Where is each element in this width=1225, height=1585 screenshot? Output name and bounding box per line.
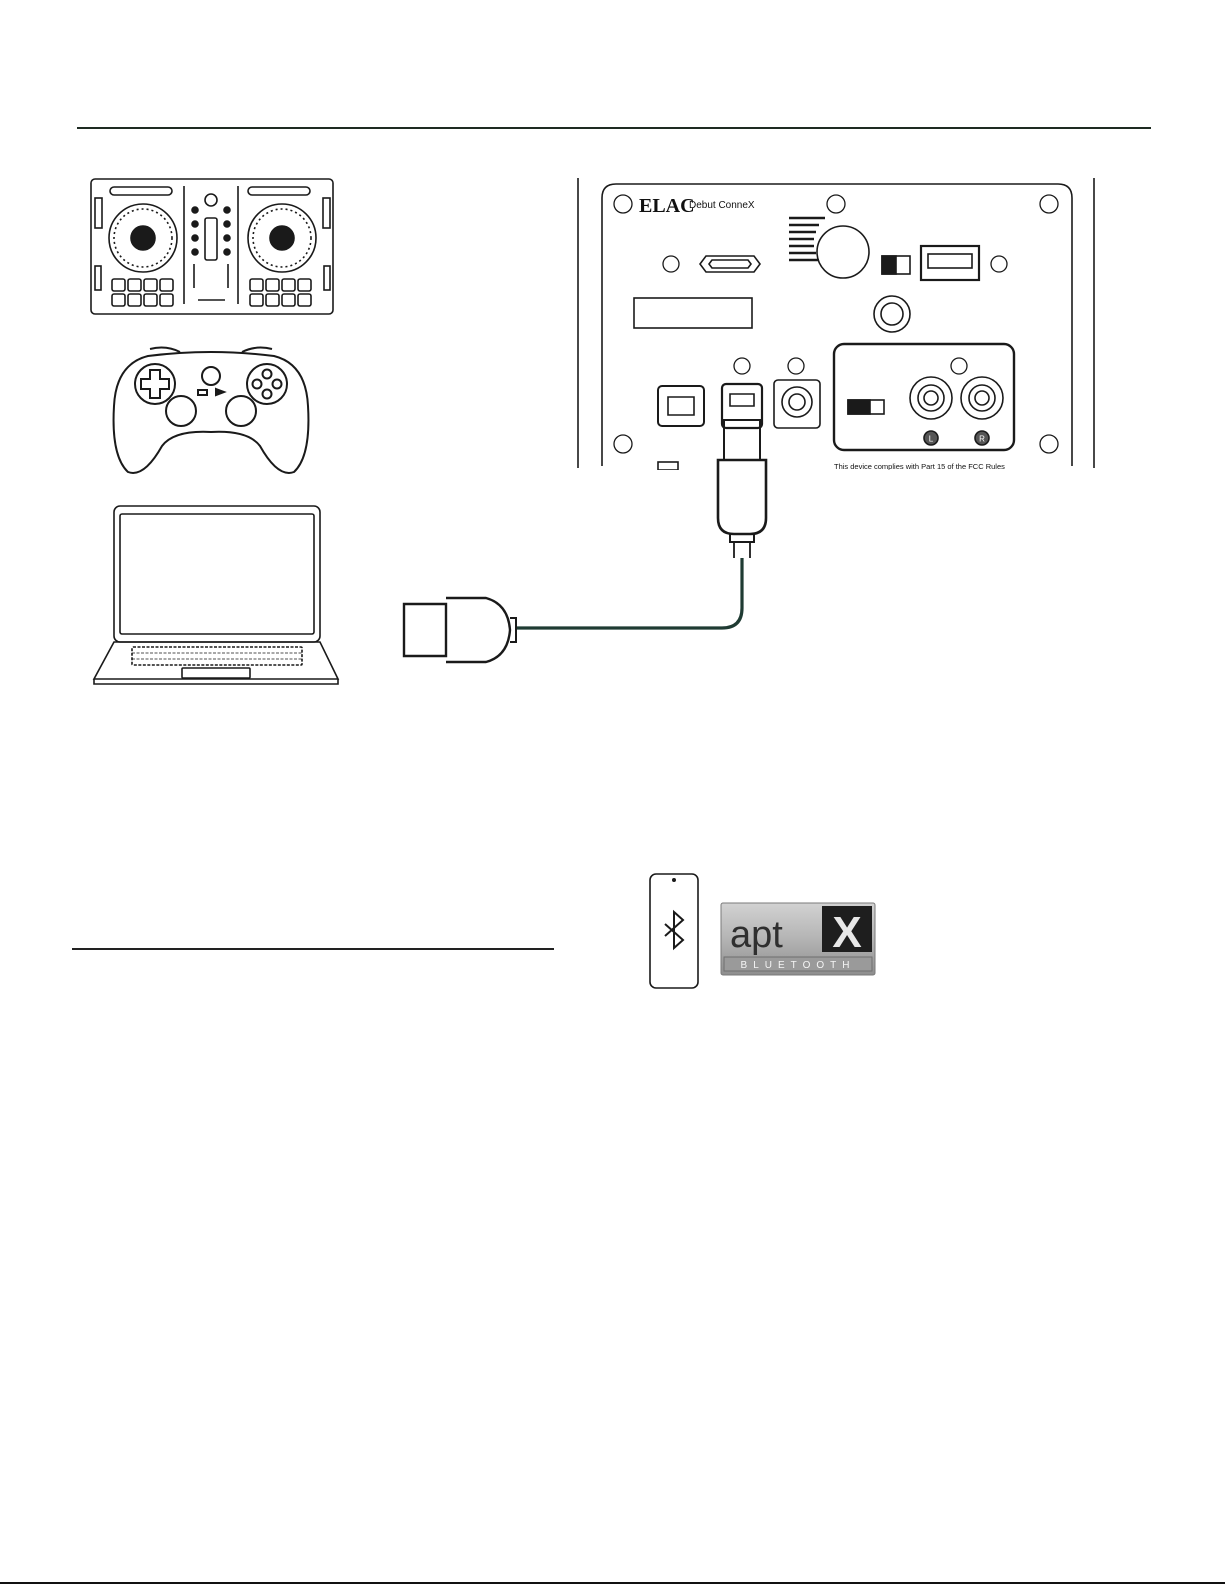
laptop-icon (90, 504, 342, 688)
aptx-bluetooth-logo: apt X BLUETOOTH (720, 902, 876, 976)
gamepad-icon (108, 346, 314, 478)
aptx-subtitle: BLUETOOTH (741, 960, 856, 971)
top-rule (77, 127, 1151, 129)
bottom-rule (0, 1582, 1225, 1584)
section-rule (72, 948, 554, 950)
dj-controller-icon (88, 176, 338, 318)
aptx-wordmark: apt (730, 914, 783, 956)
channel-left-label: L (929, 435, 934, 444)
channel-right-label: R (979, 435, 985, 444)
smartphone-icon (648, 872, 700, 992)
bluetooth-icon (665, 912, 683, 948)
usb-cable-icon (400, 418, 780, 668)
brand-logo: ELAC (639, 195, 695, 217)
aptx-mark: X (832, 908, 861, 957)
model-name: Debut ConneX (689, 200, 755, 211)
fcc-note: This device complies with Part 15 of the… (834, 462, 1005, 470)
